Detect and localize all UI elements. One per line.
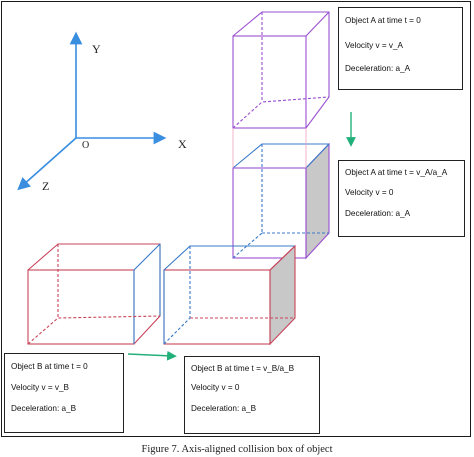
object-b-end-box: [163, 244, 296, 346]
object-b-start-box: [27, 243, 161, 345]
object-b-end-deceleration: Deceleration: a_B: [191, 404, 257, 413]
axis-label-x: X: [178, 137, 187, 151]
diagram-frame: [1, 1, 471, 437]
z-axis: [17, 137, 77, 191]
object-a-start-velocity: Velocity v = v_A: [345, 41, 404, 50]
object-b-motion-arrow: [127, 350, 177, 361]
object-b-end-shaded-side: [269, 244, 296, 346]
object-a-start-box: [232, 11, 330, 129]
object-a-start-info: Object A at time t = 0 Velocity v = v_A …: [338, 7, 463, 90]
axis-label-y: Y: [92, 42, 101, 56]
object-b-end-time: Object B at time t = v_B/a_B: [191, 364, 295, 373]
figure-caption: Figure 7. Axis-aligned collision box of …: [141, 444, 333, 455]
object-a-end-deceleration: Deceleration: a_A: [345, 209, 411, 218]
object-a-end-velocity: Velocity v = 0: [345, 188, 394, 197]
object-a-end-info: Object A at time t = v_A/a_A Velocity v …: [338, 160, 465, 237]
object-a-end-time: Object A at time t = v_A/a_A: [345, 168, 448, 177]
coordinate-axes: [17, 31, 167, 191]
object-b-start-time: Object B at time t = 0: [11, 362, 88, 371]
object-a-end-shaded-side: [305, 142, 330, 260]
object-a-start-time: Object A at time t = 0: [345, 16, 421, 25]
object-b-end-info: Object B at time t = v_B/a_B Velocity v …: [184, 356, 320, 434]
object-a-end-box: [232, 128, 330, 260]
axis-label-origin: O: [82, 140, 89, 151]
object-b-start-deceleration: Deceleration: a_B: [11, 404, 77, 413]
object-b-end-velocity: Velocity v = 0: [191, 383, 240, 392]
axis-label-z: Z: [42, 179, 49, 193]
object-b-start-info: Object B at time t = 0 Velocity v = v_B …: [4, 353, 124, 433]
object-b-start-velocity: Velocity v = v_B: [11, 383, 70, 392]
object-a-start-deceleration: Deceleration: a_A: [345, 64, 411, 73]
